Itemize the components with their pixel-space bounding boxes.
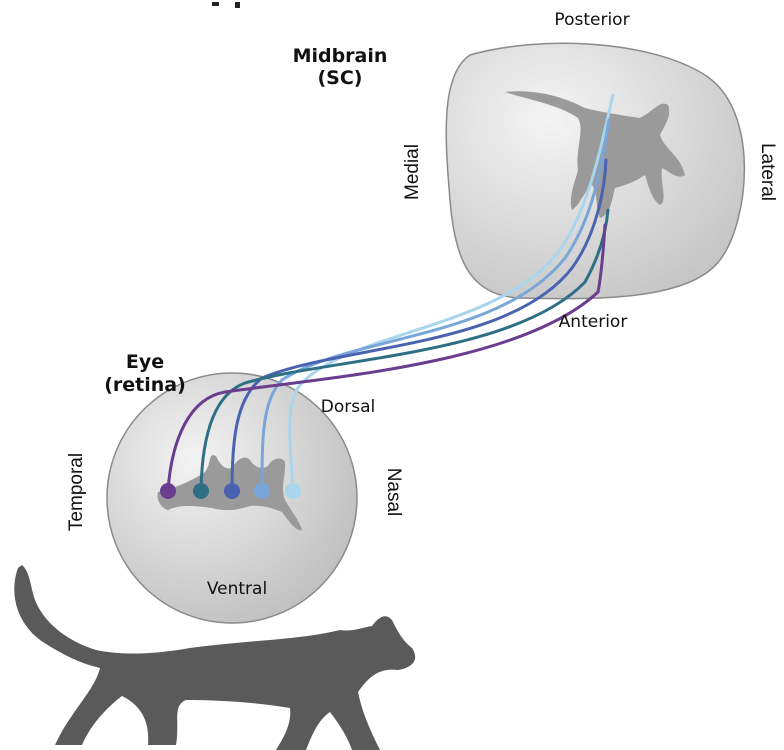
label-lateral: Lateral bbox=[757, 143, 778, 201]
midbrain-title: Midbrain bbox=[293, 45, 388, 67]
label-temporal: Temporal bbox=[66, 453, 87, 531]
eye-subtitle: (retina) bbox=[104, 374, 186, 396]
label-posterior: Posterior bbox=[554, 10, 629, 30]
label-medial: Medial bbox=[402, 144, 423, 200]
cropped-text-fragment bbox=[212, 2, 240, 8]
cell-body-3 bbox=[224, 483, 240, 499]
cell-body-2 bbox=[193, 483, 209, 499]
cell-body-1 bbox=[160, 483, 176, 499]
label-dorsal: Dorsal bbox=[321, 397, 375, 417]
eye-title: Eye bbox=[126, 351, 164, 373]
label-anterior: Anterior bbox=[559, 312, 628, 332]
cell-body-5 bbox=[285, 483, 301, 499]
label-nasal: Nasal bbox=[383, 468, 404, 517]
cell-body-4 bbox=[254, 483, 270, 499]
midbrain-subtitle: (SC) bbox=[318, 67, 363, 89]
label-ventral: Ventral bbox=[207, 579, 267, 599]
